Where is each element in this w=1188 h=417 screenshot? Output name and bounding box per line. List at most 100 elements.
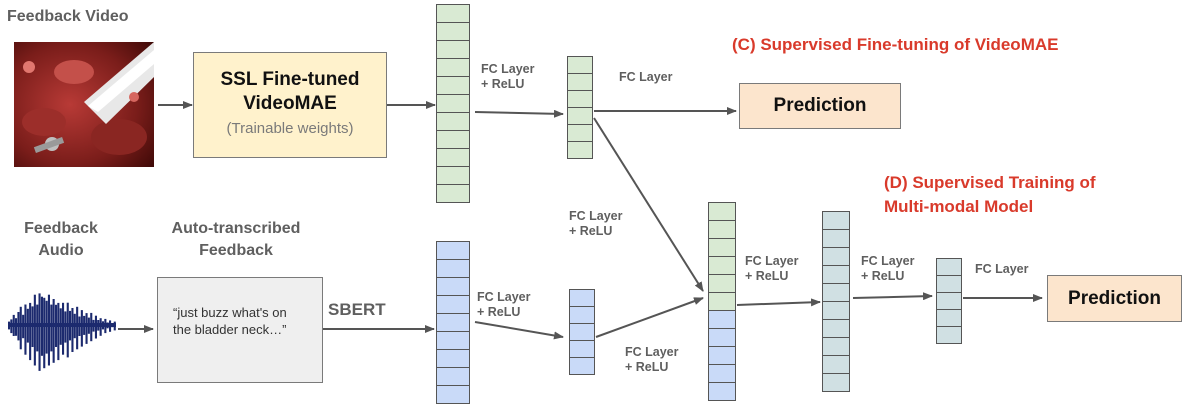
heading-d-line1: (D) Supervised Training of <box>884 173 1096 192</box>
embedding-cell <box>436 148 470 167</box>
embedding-cell <box>569 323 595 341</box>
embedding-cell <box>436 295 470 314</box>
videomae-title-line1: SSL Fine-tuned <box>220 69 360 90</box>
embedding-cell <box>436 367 470 386</box>
embedding-cell <box>936 309 962 327</box>
embedding-cell <box>708 328 736 347</box>
waveform-bar <box>85 313 88 344</box>
embedding-cell <box>822 265 850 284</box>
embedding-cell <box>822 247 850 266</box>
waveform-bar <box>94 315 97 339</box>
audio-waveform-icon <box>8 285 116 375</box>
embedding-cell <box>569 289 595 307</box>
embedding-cell <box>936 275 962 293</box>
waveform-bar <box>66 302 69 358</box>
fc-layer-label-bottom: FC Layer <box>975 262 1029 276</box>
fc-relu-label-video-1-line2: + ReLU <box>481 77 525 91</box>
fc-layer-label-top: FC Layer <box>619 70 673 84</box>
waveform-bar <box>38 293 41 371</box>
embedding-cell <box>936 292 962 310</box>
embedding-cell <box>822 301 850 320</box>
embedding-cell <box>822 337 850 356</box>
waveform-bar <box>19 306 22 350</box>
embedding-cell <box>708 310 736 329</box>
feedback-audio-line1: Feedback <box>24 220 98 237</box>
embedding-cell <box>436 241 470 260</box>
sbert-label: SBERT <box>328 300 386 319</box>
embedding-cell <box>708 274 736 293</box>
embedding-cell <box>436 166 470 185</box>
prediction-box-bottom: Prediction <box>1047 275 1182 322</box>
embedding-cell <box>436 22 470 41</box>
auto-transcribed-line2: Feedback <box>199 242 273 259</box>
embedding-cell <box>822 229 850 248</box>
embedding-cell <box>708 292 736 311</box>
fc-relu-label-text-2: FC Layer + ReLU <box>625 345 679 375</box>
fc-relu-label-multimodal-1-line2: + ReLU <box>745 269 789 283</box>
fc-relu-label-multimodal-1: FC Layer + ReLU <box>745 254 799 284</box>
arrow-video-fc-to-concat <box>593 117 704 292</box>
embedding-cell <box>436 184 470 203</box>
embedding-cell <box>567 56 593 74</box>
embedding-cell <box>708 346 736 365</box>
fc-relu-label-text-1: FC Layer + ReLU <box>477 290 531 320</box>
prediction-label-top: Prediction <box>773 95 867 116</box>
waveform-bar <box>29 302 32 361</box>
embedding-cell <box>436 349 470 368</box>
embedding-cell <box>567 141 593 159</box>
embedding-cell <box>436 40 470 59</box>
embedding-cell <box>708 256 736 275</box>
waveform-bar <box>80 310 83 347</box>
fc-relu-label-text-1-line1: FC Layer <box>477 290 531 304</box>
fc-relu-label-text-2-line2: + ReLU <box>625 360 669 374</box>
fc-relu-label-multimodal-2-line1: FC Layer <box>861 254 915 268</box>
heading-supervised-finetuning: (C) Supervised Fine-tuning of VideoMAE <box>732 35 1059 54</box>
fc-relu-label-video-1-line1: FC Layer <box>481 62 535 76</box>
embedding-cell <box>436 58 470 77</box>
prediction-box-top: Prediction <box>739 83 901 129</box>
embedding-cell <box>436 112 470 131</box>
waveform-bar <box>50 304 53 352</box>
embedding-cell <box>822 283 850 302</box>
embedding-cell <box>567 73 593 91</box>
embedding-cell <box>936 258 962 276</box>
fc-relu-label-multimodal-2-line2: + ReLU <box>861 269 905 283</box>
waveform-bar <box>47 294 50 366</box>
embedding-cell <box>436 259 470 278</box>
embedding-cell <box>436 76 470 95</box>
embedding-cell <box>569 340 595 358</box>
embedding-cell <box>708 238 736 257</box>
embedding-cell <box>708 364 736 383</box>
embedding-cell <box>567 107 593 125</box>
videomae-title-line2: VideoMAE <box>243 93 337 114</box>
embedding-cell <box>569 357 595 375</box>
fc-relu-label-video-2-line1: FC Layer <box>569 209 623 223</box>
embedding-cell <box>569 306 595 324</box>
embedding-cell <box>822 355 850 374</box>
arrow-text-embedding-to-fc <box>474 321 564 340</box>
arrow-fc-to-fc <box>852 292 933 301</box>
auto-transcribed-label: Auto-transcribed Feedback <box>146 218 326 262</box>
fc-relu-label-video-1: FC Layer + ReLU <box>481 62 535 92</box>
feedback-audio-label: Feedback Audio <box>18 218 104 262</box>
embedding-cell <box>822 373 850 392</box>
embedding-cell <box>708 220 736 239</box>
arrow-video-embedding-to-fc <box>474 109 564 118</box>
auto-transcribed-line1: Auto-transcribed <box>171 220 301 237</box>
heading-multimodal-training: (D) Supervised Training of Multi-modal M… <box>884 171 1096 219</box>
fc-relu-label-video-2: FC Layer + ReLU <box>569 209 623 239</box>
surgical-video-frame-icon <box>14 42 154 167</box>
waveform-bar <box>45 300 48 354</box>
videomae-note: (Trainable weights) <box>226 120 354 137</box>
prediction-label-bottom: Prediction <box>1068 288 1161 309</box>
embedding-cell <box>436 313 470 332</box>
embedding-cell <box>436 94 470 113</box>
arrow-concat-to-fc <box>736 298 821 307</box>
embedding-cell <box>436 277 470 296</box>
transcript-box: “just buzz what's on the bladder neck…” <box>157 277 323 383</box>
embedding-cell <box>436 4 470 23</box>
feedback-audio-line2: Audio <box>38 242 84 259</box>
embedding-cell <box>708 382 736 401</box>
